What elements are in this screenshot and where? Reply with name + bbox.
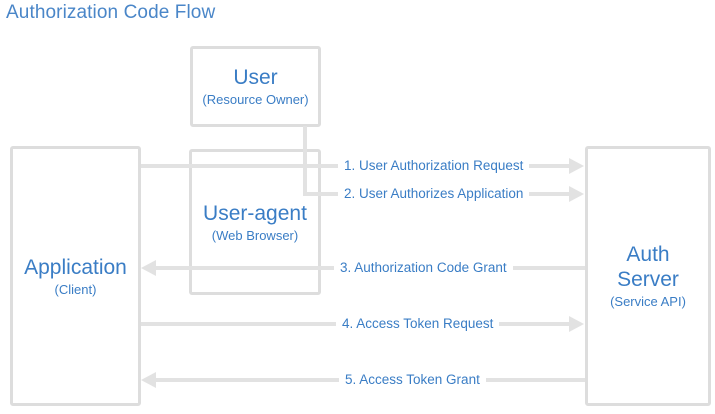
node-user-subtitle: (Resource Owner) [202,92,309,107]
page-title: Authorization Code Flow [6,2,216,23]
flow-1-arrowhead [569,158,584,174]
flow-3-arrowhead [141,260,156,276]
flow-label-4: 4. Access Token Request [336,316,500,332]
flow-2-arrowhead [569,186,584,202]
flow-4-arrowhead [569,316,584,332]
node-user-title: User [233,66,278,89]
flow-label-3: 3. Authorization Code Grant [334,260,513,276]
flow-2-vertical-line [303,126,307,196]
node-application[interactable]: Application (Client) [10,146,141,406]
node-application-subtitle: (Client) [54,281,97,297]
node-application-title: Application [24,255,127,279]
flow-5-arrowhead [141,372,156,388]
node-user-agent[interactable]: User-agent (Web Browser) [189,149,321,295]
node-user[interactable]: User (Resource Owner) [190,46,321,127]
node-auth-server-title: Auth Server [617,243,679,291]
node-auth-server-subtitle: (Service API) [610,294,686,309]
node-user-agent-subtitle: (Web Browser) [211,227,299,243]
flow-label-1: 1. User Authorization Request [338,158,530,174]
flow-label-2: 2. User Authorizes Application [338,186,530,202]
flow-label-5: 5. Access Token Grant [339,372,486,388]
node-user-agent-title: User-agent [203,201,307,225]
node-auth-server[interactable]: Auth Server (Service API) [585,146,711,406]
